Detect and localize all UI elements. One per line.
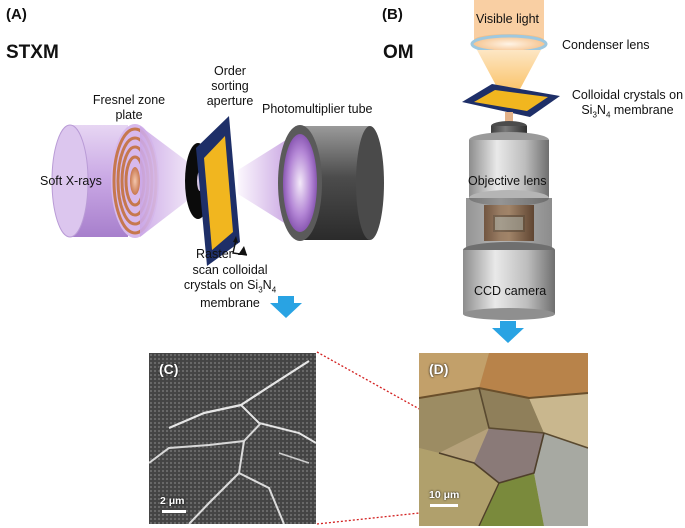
raster-si: crystals on Si [183,278,259,293]
panel-c-id: (C) [159,361,179,377]
colloidal-si: Si [581,103,593,117]
crystal-texture [149,353,316,524]
photomultiplier-label: Photomultiplier tube [262,102,373,116]
panel-d-om-image: (D) 10 μm [419,353,588,526]
colloidal-label: Colloidal crystals on Si3N4 membrane [570,88,685,120]
colloidal-line-1: Colloidal crystals on [571,88,684,102]
colloidal-tail: membrane [610,103,674,117]
order-sorting-label: Order sorting aperture [206,64,254,108]
panel-d-scale-bar [430,504,458,507]
panel-b-title: OM [383,42,414,63]
panel-c-stxm-image: (C) 2 μm [149,353,316,524]
raster-line-3: crystals on Si3N4 [160,278,300,296]
objective-label: Objective lens [468,174,547,188]
soft-xrays-label: Soft X-rays [40,174,102,188]
colloidal-n: N [596,103,606,117]
raster-sub-4: 4 [271,285,277,295]
fresnel-label: Fresnel zone plate [92,93,166,122]
colloidal-line-2: Si3N4 membrane [570,103,685,120]
raster-label: Raster scan colloidal crystals on Si3N4 … [160,247,300,311]
panel-c-scale-bar [162,510,186,513]
colloidal-sub-4: 4 [605,110,611,120]
visible-light-label: Visible light [476,12,540,26]
raster-sub-3: 3 [258,285,263,295]
raster-line-2: scan colloidal [192,262,268,277]
raster-line-1: Raster [196,247,233,261]
colloidal-sub-3: 3 [592,110,597,120]
condenser-label: Condenser lens [562,38,650,52]
ccd-label: CCD camera [474,284,547,298]
panel-d-scale-label: 10 μm [429,489,460,501]
raster-line-4: membrane [200,295,260,310]
raster-n: N [262,278,272,293]
panel-c-scale-label: 2 μm [160,495,185,507]
panel-a-id: (A) [6,6,27,23]
grain-boundaries [149,360,316,524]
panel-b-id: (B) [382,6,403,23]
panel-d-id: (D) [429,361,449,377]
panel-a-title: STXM [6,42,59,63]
